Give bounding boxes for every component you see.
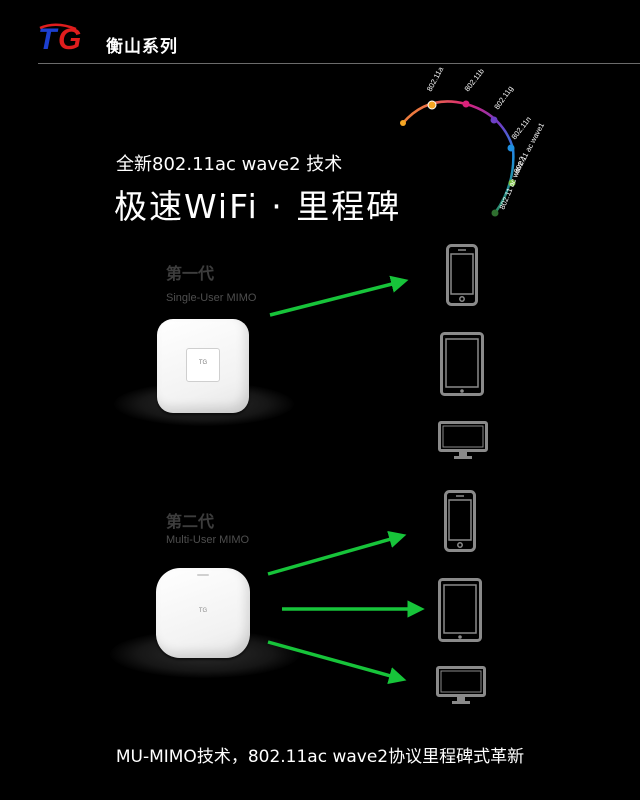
marker-802-11ac-wave2 — [491, 209, 499, 217]
svg-text:G: G — [58, 23, 81, 56]
headline-title: 极速WiFi · 里程碑 — [114, 187, 402, 226]
label-802-11g: 802.11g — [492, 84, 515, 111]
monitor-icon — [436, 666, 486, 704]
arc-start-marker — [400, 120, 406, 126]
svg-text:T: T — [38, 23, 59, 56]
gen1-subtitle: Single-User MIMO — [166, 292, 257, 304]
tablet-icon — [438, 578, 482, 642]
ap1-brand-label: TG — [198, 360, 208, 366]
marker-802-11n — [507, 144, 515, 152]
tablet-icon — [440, 332, 484, 396]
series-name: 衡山系列 — [106, 37, 178, 57]
ap-single-user: TG — [157, 319, 249, 413]
phone-icon — [446, 244, 478, 306]
wifi-standards-arc: 802.11a 802.11b 802.11g 802.11n 802.11 a… — [400, 65, 546, 217]
gen2-title: 第二代 — [166, 512, 215, 531]
gen2-subtitle: Multi-User MIMO — [166, 534, 250, 546]
tg-logo: T G — [38, 23, 81, 56]
label-802-11b: 802.11b — [462, 67, 485, 93]
ap2-brand-label: TG — [198, 608, 208, 614]
marker-802-11a — [427, 100, 437, 110]
header-divider — [38, 63, 640, 64]
arrow-icon — [269, 275, 409, 317]
marker-802-11g — [490, 116, 498, 124]
label-802-11a: 802.11a — [425, 65, 446, 93]
ap-multi-user: TG — [156, 568, 250, 658]
arrow-icon — [267, 530, 407, 576]
ap2-indicator-slot — [197, 574, 209, 576]
marker-802-11ac-wave1 — [508, 179, 516, 187]
ap1-logo-badge: TG — [186, 348, 220, 382]
footer-caption: MU-MIMO技术，802.11ac wave2协议里程碑式革新 — [115, 747, 525, 767]
gen1-title: 第一代 — [166, 264, 215, 283]
headline-subtitle: 全新802.11ac wave2 技术 — [116, 154, 343, 175]
phone-icon — [444, 490, 476, 552]
marker-802-11b — [462, 100, 470, 108]
monitor-icon — [438, 421, 488, 459]
